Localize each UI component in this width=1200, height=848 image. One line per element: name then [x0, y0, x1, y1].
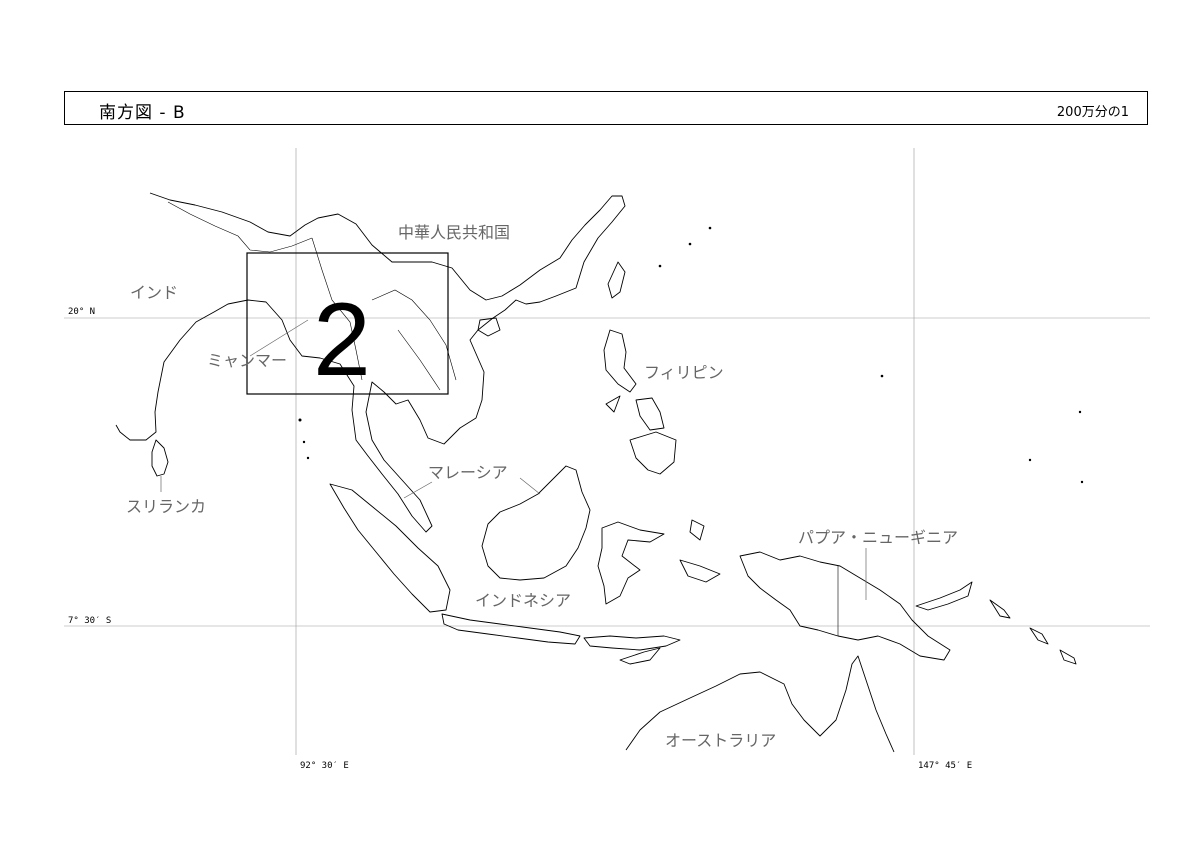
lat-label-south: 7° 30′ S: [68, 616, 111, 626]
java-coast: [441, 613, 581, 645]
hainan-coast: [477, 317, 501, 337]
map-title: 南方図 - B: [99, 103, 186, 123]
label-papua-new-guinea: パプア・ニューギニア: [798, 528, 958, 547]
visayas-coast: [605, 395, 665, 431]
lon-label-west: 92° 30′ E: [300, 761, 349, 771]
label-malaysia: マレーシア: [428, 463, 508, 482]
label-philippines: フィリピン: [644, 363, 724, 382]
mainland-asia-coast: [115, 192, 626, 533]
graticule: [64, 148, 1150, 755]
label-myanmar: ミャンマー: [207, 351, 287, 370]
new-britain-coast: [915, 581, 973, 611]
inset-number: 2: [313, 282, 371, 398]
label-indonesia: インドネシア: [475, 591, 571, 610]
malaysia-leader: [403, 481, 433, 499]
myanmar-leader: [249, 319, 309, 357]
label-china: 中華人民共和国: [398, 223, 510, 242]
malaysia-borneo-leader: [519, 477, 541, 495]
lesser-sunda-coast: [583, 635, 681, 665]
label-australia: オーストラリア: [665, 731, 776, 750]
label-sri-lanka: スリランカ: [126, 497, 206, 516]
sri-lanka-coast: [151, 439, 169, 477]
lat-label-north: 20° N: [68, 307, 95, 317]
inset-frame: [246, 252, 449, 395]
sumatra-coast: [329, 483, 451, 613]
china-india-border: [167, 201, 313, 253]
luzon-coast: [603, 329, 637, 393]
label-india: インド: [130, 283, 178, 302]
maluku-coast: [679, 519, 721, 583]
sulawesi-coast: [597, 521, 665, 605]
minor-islands: [298, 226, 1084, 484]
lon-label-east: 147° 45′ E: [918, 761, 972, 771]
mindanao-coast: [629, 431, 677, 475]
borneo-coast: [481, 465, 591, 581]
map-scale: 200万分の1: [1056, 105, 1129, 120]
solomon-islands-coast: [989, 599, 1077, 665]
australia-coast: [625, 655, 895, 753]
map-header: 南方図 - B 200万分の1: [64, 91, 1148, 125]
new-guinea-coast: [739, 551, 951, 661]
taiwan-coast: [607, 261, 626, 299]
